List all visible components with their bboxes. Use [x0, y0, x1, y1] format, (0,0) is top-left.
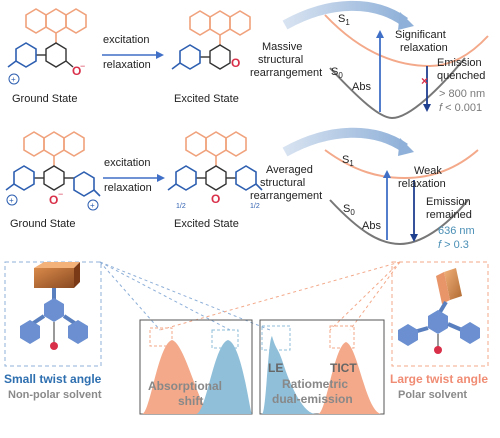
- oxygen-anion: O: [72, 64, 81, 78]
- quinoid-ring: [196, 165, 236, 191]
- polar-label: Polar solvent: [398, 389, 467, 401]
- oxygen-anion: O: [49, 193, 58, 207]
- row2-s0-curve: [329, 199, 469, 246]
- row2-emission-label: Emission remained: [426, 196, 474, 221]
- row1-s1-curve: [324, 14, 489, 68]
- oxygen-charge: −: [80, 61, 85, 71]
- row1-excited-label: Excited State: [174, 93, 239, 105]
- phenol-ring: [34, 165, 74, 191]
- row2-transition-arrow: excitation relaxation: [103, 157, 165, 194]
- small-twist-model: [20, 262, 88, 350]
- row2-s1-label: S1: [342, 154, 354, 168]
- nonpolar-label: Non-polar solvent: [8, 389, 102, 401]
- row1-s0-curve: [329, 57, 466, 120]
- large-twist-box: [391, 261, 489, 367]
- absorptional-shift-label: Absorptional shift: [148, 379, 225, 408]
- row1-wavelength: > 800 nm: [439, 88, 485, 100]
- row2-s0-label: S0: [343, 203, 355, 217]
- large-twist-model: [398, 268, 480, 354]
- svg-text:+: +: [9, 196, 14, 205]
- row2-relaxation-label: Weak relaxation: [398, 165, 446, 190]
- half-charge-right: 1/2: [250, 203, 260, 210]
- row2-ground-label: Ground State: [10, 218, 75, 230]
- row2-energy-diagram: S1 S0 Abs: [282, 127, 479, 246]
- plus-charge-icon: [87, 199, 99, 211]
- row1-s1-label: S1: [338, 13, 350, 27]
- row2-big-arrow: [282, 127, 408, 157]
- row2-rearrangement-text: Averaged structural rearrangement: [250, 164, 322, 202]
- row1-s0-label: S0: [331, 66, 343, 80]
- quench-cross-icon: ×: [421, 74, 428, 88]
- pyridinylidene-ring: [171, 44, 201, 70]
- row2-excitation-text: excitation: [104, 157, 150, 169]
- pyridine-ring-left: [167, 165, 197, 191]
- svg-text:+: +: [90, 201, 95, 210]
- tict-emission-band: [318, 342, 382, 414]
- phenol-ring: [36, 42, 74, 68]
- row1-big-arrow: [282, 0, 408, 30]
- plus-charge-icon: [6, 194, 18, 206]
- row1-abs-label: Abs: [352, 81, 371, 93]
- row1-transition-arrow: excitation relaxation: [102, 34, 164, 71]
- absorption-band-orange: [142, 340, 212, 414]
- large-twist-label: Large twist angle: [390, 372, 488, 386]
- row1-relaxation-label: Significant relaxation: [395, 29, 449, 54]
- row2-s1-curve: [324, 149, 479, 180]
- anthracene-unit: [189, 10, 251, 45]
- row2-excited-label: Excited State: [174, 218, 239, 230]
- row1-energy-diagram: S1 S0 Abs ×: [282, 0, 489, 120]
- row2-wavelength: 636 nm: [438, 225, 475, 237]
- anthracene-unit: [185, 131, 247, 166]
- small-twist-box: [4, 261, 102, 367]
- anthracene-unit: [23, 131, 85, 166]
- carbonyl-oxygen: O: [231, 56, 240, 70]
- row2-excited-molecule: O 1/2 1/2 Excited State: [167, 131, 263, 230]
- half-charge-left: 1/2: [176, 203, 186, 210]
- row1-excited-molecule: O Excited State: [171, 10, 251, 105]
- plus-charge-icon: [8, 73, 20, 85]
- absorption-band-blue: [196, 340, 252, 414]
- row1-ground-label: Ground State: [12, 93, 77, 105]
- pyridinium-ring-right: [73, 171, 101, 197]
- oxygen-charge: −: [58, 189, 63, 199]
- row1-rearrangement-text: Massive structural rearrangement: [250, 41, 322, 79]
- row1-excitation-text: excitation: [103, 34, 149, 46]
- row2-relaxation-text: relaxation: [104, 182, 152, 194]
- pyridinium-ring-left: [5, 165, 35, 191]
- row1-ground-molecule: O − + Ground State: [7, 8, 87, 105]
- row2-oscillator: f > 0.3: [438, 239, 469, 251]
- ratiometric-label: Ratiometric dual-emission: [272, 377, 353, 406]
- carbonyl-oxygen: O: [211, 192, 220, 206]
- row1-oscillator: f < 0.001: [439, 102, 482, 114]
- row1-emission-label: Emission quenched: [437, 57, 485, 82]
- le-label: LE: [268, 361, 283, 375]
- pyridinium-ring: [7, 42, 37, 68]
- small-twist-label: Small twist angle: [4, 372, 102, 386]
- row2-abs-label: Abs: [362, 220, 381, 232]
- tict-label: TICT: [330, 361, 357, 375]
- pyridine-ring-right: [235, 165, 263, 191]
- anthracene-unit: [25, 8, 87, 43]
- quinoid-ring: [200, 44, 231, 70]
- row1-relaxation-text: relaxation: [103, 59, 151, 71]
- row2-ground-molecule: O − + + Ground State: [5, 131, 101, 230]
- le-emission-band: [262, 336, 316, 414]
- plus-sign: +: [11, 75, 16, 84]
